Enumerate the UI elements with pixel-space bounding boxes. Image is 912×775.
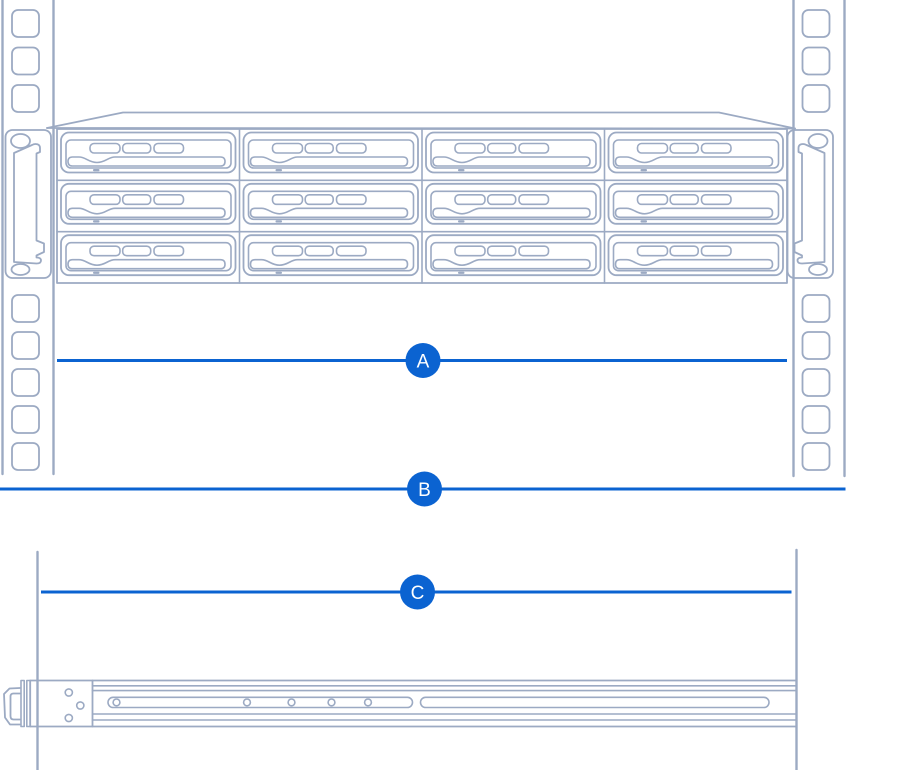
hook-inner <box>9 692 21 721</box>
screw-hole <box>64 713 74 723</box>
slot-hole <box>363 698 373 707</box>
chassis-top-panel <box>46 111 796 130</box>
slot-hole <box>242 698 252 707</box>
drive-tray <box>242 182 419 225</box>
drive-tray <box>607 182 784 225</box>
callout-label-c: C <box>411 583 425 604</box>
screw-hole <box>64 688 74 697</box>
callout-badge-c <box>400 574 435 610</box>
drive-tray <box>60 131 237 174</box>
callout-label-b: B <box>418 480 431 501</box>
slot-hole <box>112 698 121 707</box>
rail-body <box>91 679 798 728</box>
drive-tray <box>242 234 419 277</box>
callout-badge-b <box>407 471 442 507</box>
rail-slot <box>419 696 770 709</box>
hook-outer <box>3 687 21 726</box>
rail-hook-bracket <box>3 687 21 726</box>
drive-tray <box>425 131 602 174</box>
rack-post-holes-left <box>11 9 40 471</box>
callout-label-a: A <box>417 352 430 373</box>
rail-front-bar <box>20 679 26 728</box>
drive-tray <box>60 182 237 225</box>
drive-tray <box>607 234 784 277</box>
slide-rail <box>3 679 798 728</box>
rail-mounting-plate <box>29 679 94 728</box>
server-chassis <box>4 111 834 284</box>
drive-tray <box>425 182 602 225</box>
drive-tray <box>242 131 419 174</box>
drive-tray <box>60 234 237 277</box>
drive-tray <box>607 131 784 174</box>
callout-c: C <box>41 574 792 610</box>
slot-hole <box>287 698 296 707</box>
rack-post-left <box>1 0 55 476</box>
rail-slot <box>107 696 414 709</box>
rack-post-holes-right <box>801 9 831 471</box>
plate <box>29 679 94 728</box>
callout-b: B <box>0 471 846 507</box>
drive-tray <box>425 234 602 277</box>
callout-a: A <box>57 343 787 378</box>
screw-hole <box>75 701 85 710</box>
slot-hole <box>327 698 336 707</box>
callout-badge-a <box>405 343 441 378</box>
drive-bay-grid <box>56 128 788 284</box>
rack-post-right <box>792 0 846 478</box>
mounting-ear-left <box>4 129 52 279</box>
